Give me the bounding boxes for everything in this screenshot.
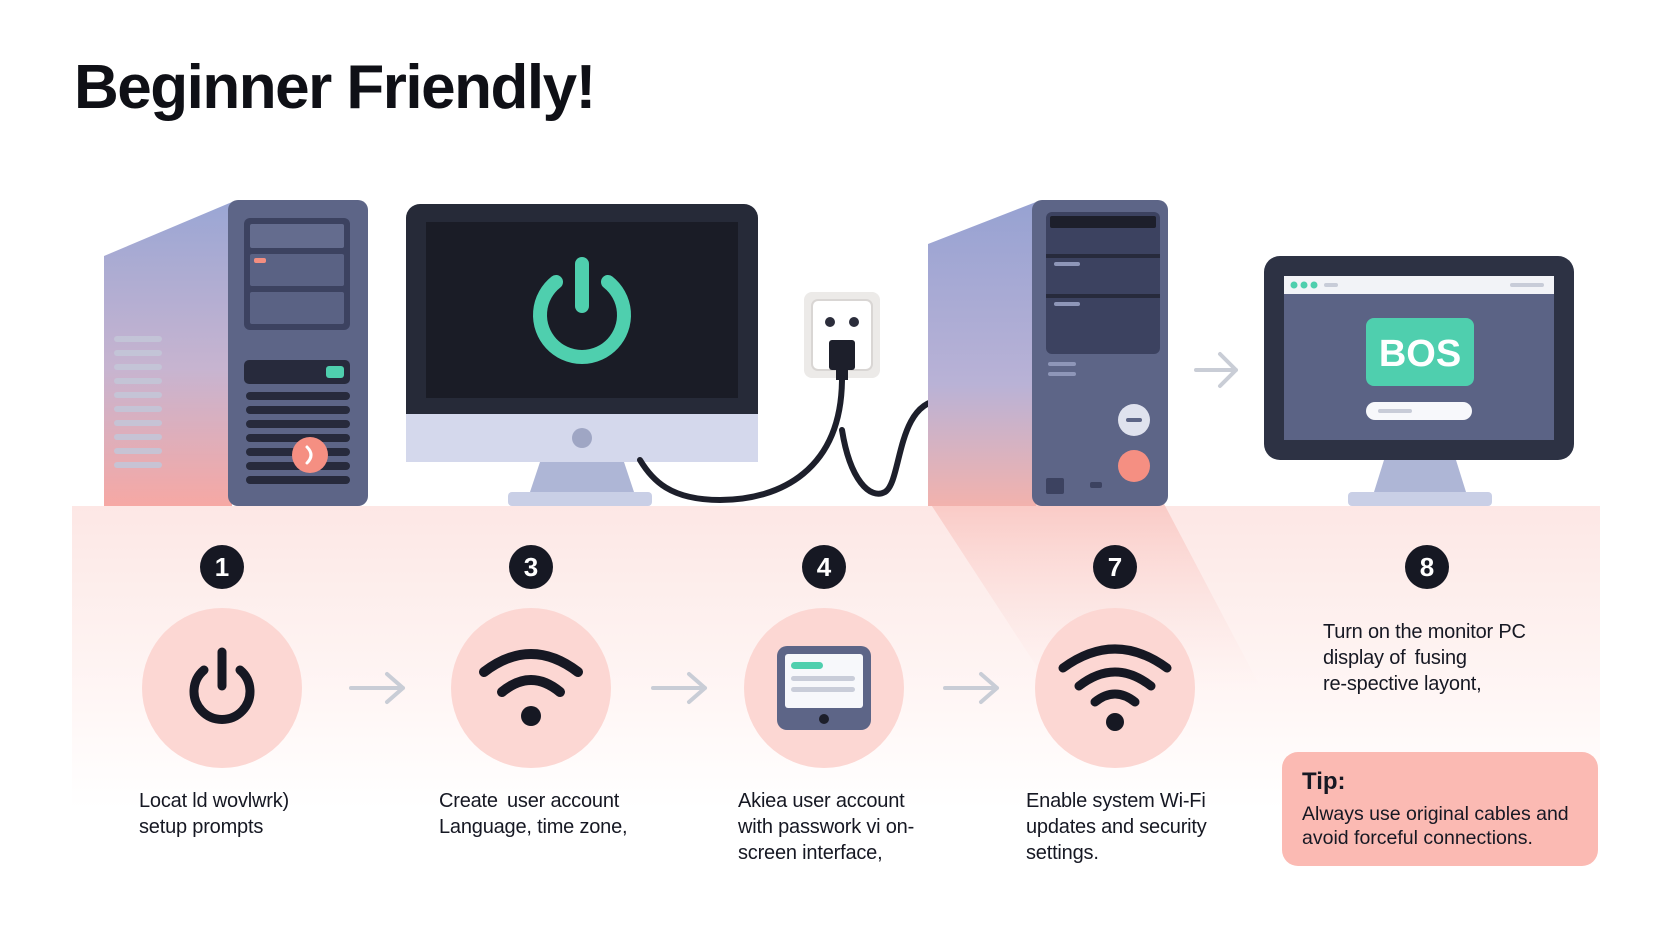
wall-outlet	[804, 292, 880, 380]
arrow-right-icon	[943, 672, 999, 704]
step-8-label: Turn on the monitor PC display of fusing…	[1323, 621, 1526, 695]
step-1-icon-circle	[142, 608, 302, 768]
step-number-1: 1	[200, 545, 244, 589]
wifi-icon	[1058, 644, 1172, 731]
wifi-icon	[479, 649, 583, 726]
screen-badge-text: BOS	[1379, 333, 1461, 375]
power-cable-2	[839, 397, 943, 497]
step-4-icon-circle	[744, 608, 904, 768]
step-3-label: Create user account Language, time zone,	[439, 790, 628, 838]
arrow-right-icon	[651, 672, 707, 704]
tip-title: Tip:	[1302, 768, 1346, 795]
step-number-3: 3	[509, 545, 553, 589]
step-4-label: Akiea user account with passwork vi on- …	[738, 790, 915, 864]
power-icon	[533, 257, 631, 364]
power-icon	[189, 647, 255, 724]
step-3-icon-circle	[451, 608, 611, 768]
tablet-icon	[777, 646, 871, 730]
pc-tower-right	[928, 200, 1168, 506]
step-number-7: 7	[1093, 545, 1137, 589]
monitor-center	[406, 204, 758, 506]
monitor-right	[1264, 256, 1574, 506]
power-cable	[637, 375, 845, 504]
pc-tower-left	[104, 200, 368, 506]
step-1-label: Locat ld wovlwrk) setup prompts	[139, 790, 289, 838]
step-number-8: 8	[1405, 545, 1449, 589]
arrow-right-icon	[1194, 352, 1238, 388]
step-7-icon-circle	[1035, 608, 1195, 768]
tip-body: Always use original cables and avoid for…	[1302, 803, 1569, 849]
page-title: Beginner Friendly!	[74, 53, 596, 122]
tip-box: Tip: Always use original cables and avoi…	[1282, 752, 1598, 866]
step-number-4: 4	[802, 545, 846, 589]
step-7-label: Enable system Wi-Fi updates and security…	[1026, 790, 1207, 864]
arrow-right-icon	[349, 672, 405, 704]
